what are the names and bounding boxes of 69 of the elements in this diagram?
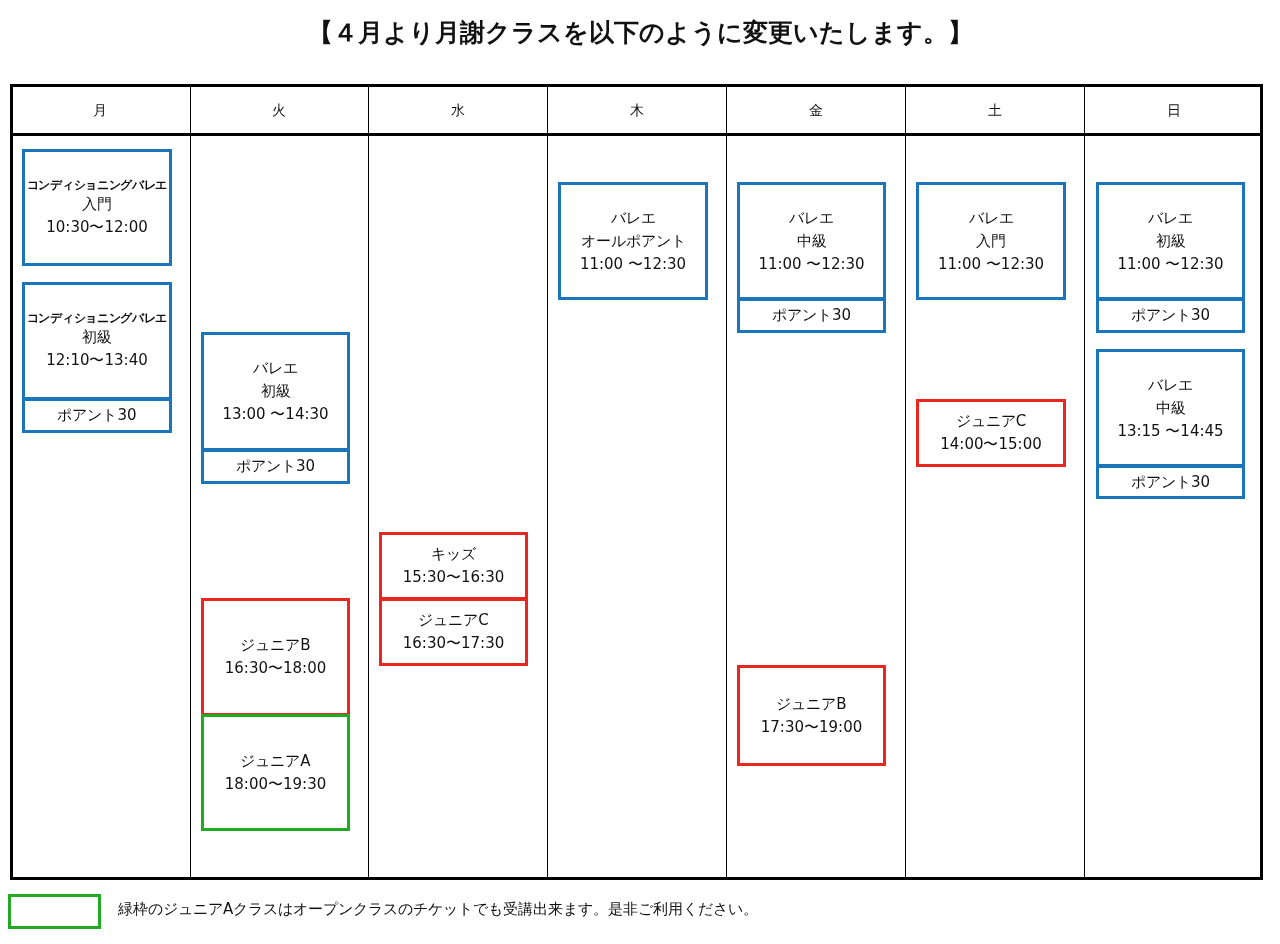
class-time: 11:00 〜12:30 bbox=[937, 253, 1045, 275]
class-time: 10:30〜12:00 bbox=[46, 216, 148, 238]
class-name: バレエ bbox=[968, 207, 1014, 229]
class-name: ジュニアC bbox=[955, 411, 1027, 432]
legend-text: 緑枠のジュニアAクラスはオープンクラスのチケットでも受講出来ます。是非ご利用ください。 bbox=[118, 900, 759, 919]
class-level: 入門 bbox=[976, 230, 1006, 252]
day-header: 月 bbox=[10, 87, 190, 136]
class-time: 13:15 〜14:45 bbox=[1117, 420, 1224, 442]
class-box bbox=[737, 665, 886, 766]
class-time: 15:30〜16:30 bbox=[402, 567, 505, 588]
class-name: バレエ bbox=[1148, 374, 1193, 396]
class-box bbox=[1096, 182, 1245, 300]
day-header: 金 bbox=[726, 87, 905, 136]
day-header: 火 bbox=[190, 87, 368, 136]
class-name: ジュニアB bbox=[776, 693, 847, 715]
class-box bbox=[201, 598, 350, 716]
class-level: 初級 bbox=[82, 327, 112, 348]
class-time: 18:00〜19:30 bbox=[224, 773, 327, 795]
class-name: バレエ bbox=[789, 207, 834, 229]
class-name: コンディショニングバレエ bbox=[26, 310, 168, 326]
class-box bbox=[737, 182, 886, 300]
class-level: オールポアント bbox=[580, 230, 686, 252]
pointe-add-on-box bbox=[1096, 465, 1245, 499]
class-box bbox=[22, 282, 172, 400]
class-name: バレエ bbox=[1148, 207, 1193, 229]
class-box bbox=[558, 182, 708, 300]
class-box bbox=[379, 598, 528, 666]
class-level: 初級 bbox=[260, 381, 291, 402]
class-name: ポアント30 bbox=[57, 405, 137, 426]
class-time: 11:00 〜12:30 bbox=[579, 253, 687, 275]
pointe-add-on-box bbox=[201, 449, 350, 484]
pointe-add-on-box bbox=[1096, 298, 1245, 333]
class-time: 16:30〜17:30 bbox=[402, 633, 505, 654]
day-header: 土 bbox=[905, 87, 1084, 136]
class-name: ポアント30 bbox=[1130, 305, 1211, 326]
class-time: 13:00 〜14:30 bbox=[222, 404, 329, 425]
class-box bbox=[201, 714, 350, 831]
class-box bbox=[201, 332, 350, 451]
title: 【４月より月謝クラスを以下のように変更いたします。】 bbox=[306, 17, 974, 49]
class-name: キッズ bbox=[431, 544, 476, 565]
class-box bbox=[916, 182, 1066, 300]
class-level: 初級 bbox=[1155, 230, 1186, 252]
day-header: 水 bbox=[368, 87, 547, 136]
class-name: ポアント30 bbox=[235, 456, 316, 477]
class-box bbox=[22, 149, 172, 266]
class-name: コンディショニングバレエ bbox=[26, 176, 168, 193]
class-box bbox=[1096, 349, 1245, 467]
day-header: 日 bbox=[1084, 87, 1263, 136]
class-time: 14:00〜15:00 bbox=[940, 434, 1042, 455]
class-name: ジュニアB bbox=[240, 635, 311, 656]
class-name: ポアント30 bbox=[771, 305, 852, 326]
class-level: 中級 bbox=[796, 230, 827, 252]
class-time: 16:30〜18:00 bbox=[224, 658, 327, 679]
day-header: 木 bbox=[547, 87, 726, 136]
class-level: 中級 bbox=[1155, 397, 1186, 419]
class-box bbox=[379, 532, 528, 600]
class-level: 入門 bbox=[82, 193, 112, 215]
class-time: 11:00 〜12:30 bbox=[1117, 253, 1224, 275]
class-time: 11:00 〜12:30 bbox=[758, 253, 865, 275]
class-name: ジュニアA bbox=[240, 750, 311, 772]
class-name: バレエ bbox=[253, 358, 298, 379]
pointe-add-on-box bbox=[737, 298, 886, 333]
class-name: ジュニアC bbox=[418, 610, 489, 631]
class-time: 17:30〜19:00 bbox=[760, 716, 863, 738]
class-time: 12:10〜13:40 bbox=[46, 350, 148, 371]
class-box bbox=[916, 399, 1066, 467]
class-name: ポアント30 bbox=[1130, 471, 1211, 493]
class-name: バレエ bbox=[610, 207, 656, 229]
pointe-add-on-box bbox=[22, 398, 172, 433]
